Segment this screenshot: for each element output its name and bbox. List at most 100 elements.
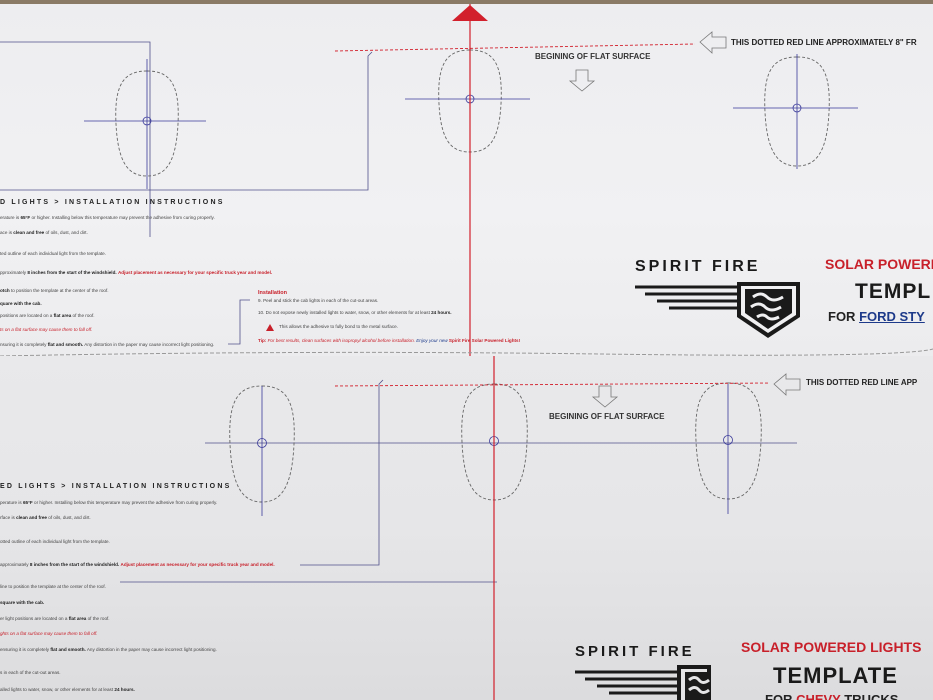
instruction-text: approximately bbox=[0, 562, 30, 567]
instruction-text: Adjust placement as necessary for your s… bbox=[120, 562, 275, 567]
instruction-line: ted outline of each individual light fro… bbox=[0, 251, 106, 256]
instruction-text: ace is bbox=[0, 230, 14, 235]
instruction-text: 9. Peel and stick the cab lights in each… bbox=[258, 298, 379, 303]
dotted-red-line bbox=[334, 382, 771, 387]
top-template-sheet: THIS DOTTED RED LINE APPROXIMATELY 8" FR… bbox=[0, 4, 933, 356]
instruction-text: ghts on a flat surface may cause them to… bbox=[0, 631, 98, 636]
instruction-text: of the roof. bbox=[71, 313, 95, 318]
guide-line bbox=[228, 299, 250, 345]
instruction-text: positions are located on a bbox=[0, 313, 54, 318]
instruction-text: Enjoy your new bbox=[416, 338, 449, 343]
guide-line bbox=[0, 41, 151, 237]
instruction-line: ghts on a flat surface may cause them to… bbox=[0, 631, 98, 636]
instruction-line: perature is 65°F or higher. Installing b… bbox=[0, 500, 217, 505]
instruction-text: otted outline of each individual light f… bbox=[0, 539, 110, 544]
instruction-text: ted outline of each individual light fro… bbox=[0, 251, 106, 256]
installation-heading: Installation bbox=[258, 290, 288, 296]
light-outline bbox=[764, 56, 830, 167]
instruction-line: 9. Peel and stick the cab lights in each… bbox=[258, 298, 378, 303]
instruction-text: 10. Do not expose newly installed lights… bbox=[258, 310, 432, 315]
instruction-line: line to position the template at the cen… bbox=[0, 584, 106, 589]
instruction-text: rface is bbox=[0, 515, 17, 520]
instruction-text: For best results, clean surfaces with is… bbox=[266, 338, 417, 343]
instruction-text: or higher. Installing below this tempera… bbox=[32, 500, 218, 505]
instruction-text: alled lights to water, snow, or other el… bbox=[0, 687, 115, 692]
instruction-line: quare with the cab. bbox=[0, 301, 42, 306]
guide-line bbox=[300, 379, 384, 566]
title-line-2: TEMPLATE bbox=[773, 663, 898, 688]
instructions-title: ED LIGHTS > INSTALLATION INSTRUCTIONS bbox=[0, 483, 232, 490]
left-arrow-icon bbox=[699, 31, 727, 54]
instruction-text: of oils, dust, and dirt. bbox=[44, 230, 88, 235]
instruction-text: Spirit Fire Solar Powered Lights! bbox=[448, 338, 521, 343]
light-outline bbox=[115, 70, 179, 177]
instruction-text: clean and free bbox=[13, 230, 45, 235]
instruction-text: perature is bbox=[0, 500, 23, 505]
brand-logo-text: SPIRIT FIRE bbox=[575, 643, 695, 660]
instruction-line: This allows the adhesive to fully bond t… bbox=[279, 324, 398, 329]
dotted-line-note: THIS DOTTED RED LINE APPROXIMATELY 8" FR bbox=[731, 38, 917, 47]
instruction-text: ensuring it is completely bbox=[0, 647, 51, 652]
instruction-line: alled lights to water, snow, or other el… bbox=[0, 687, 135, 692]
title-line-1: SOLAR POWERED LIGHTS bbox=[741, 639, 922, 655]
instruction-text: 24 hours. bbox=[114, 687, 135, 692]
instruction-line: otted outline of each individual light f… bbox=[0, 539, 110, 544]
instruction-text: clean and free bbox=[16, 515, 47, 520]
instruction-text: square with the cab. bbox=[0, 600, 45, 605]
instruction-text: flat and smooth. bbox=[47, 342, 84, 347]
instruction-line: ace is clean and free of oils, dust, and… bbox=[0, 230, 88, 235]
instruction-text: er light positions are located on a bbox=[0, 616, 69, 621]
instruction-text: 8 inches from the start of the windshiel… bbox=[29, 562, 120, 567]
down-arrow-icon bbox=[568, 69, 596, 92]
light-outline bbox=[695, 382, 762, 500]
instruction-line: otch to position the template at the cen… bbox=[0, 288, 109, 293]
instruction-line: approximately 8 inches from the start of… bbox=[0, 562, 275, 567]
instruction-text: Any distortion in the paper may cause in… bbox=[85, 647, 217, 652]
instruction-text: flat and smooth. bbox=[50, 647, 86, 652]
instruction-text: s in each of the cut-out areas. bbox=[0, 670, 61, 675]
instruction-text: pproximately bbox=[0, 270, 28, 275]
instruction-line: nsuring it is completely flat and smooth… bbox=[0, 342, 214, 347]
title-line-3: FOR CHEVY TRUCKS bbox=[765, 692, 899, 700]
dotted-line-note: THIS DOTTED RED LINE APP bbox=[806, 378, 918, 387]
flat-surface-label: BEGINING OF FLAT SURFACE bbox=[535, 52, 651, 61]
dotted-red-line bbox=[334, 43, 696, 52]
instruction-text: Tip: bbox=[258, 338, 267, 343]
instruction-text: 24 hours. bbox=[431, 310, 452, 315]
instruction-text: of the roof. bbox=[86, 616, 110, 621]
bottom-template-sheet: THIS DOTTED RED LINE APP BEGINING OF FLA… bbox=[0, 354, 933, 700]
guide-line bbox=[0, 51, 373, 191]
instruction-text: to position the template at the center o… bbox=[9, 288, 109, 293]
instruction-text: This allows the adhesive to fully bond t… bbox=[279, 324, 398, 329]
instruction-line: positions are located on a flat area of … bbox=[0, 313, 95, 318]
instruction-text: ts on a flat surface may cause them to f… bbox=[0, 327, 93, 332]
brand-logo-text: SPIRIT FIRE bbox=[635, 258, 761, 275]
instruction-text: erature is bbox=[0, 215, 21, 220]
instruction-text: Adjust placement as necessary for your s… bbox=[117, 270, 273, 275]
spirit-fire-logo-emblem bbox=[635, 282, 800, 338]
instruction-line: er light positions are located on a flat… bbox=[0, 616, 110, 621]
instructions-title: D LIGHTS > INSTALLATION INSTRUCTIONS bbox=[0, 199, 225, 206]
center-notch-triangle bbox=[452, 5, 488, 21]
warning-icon bbox=[266, 324, 274, 331]
top-sheet-guides bbox=[0, 4, 933, 356]
title-line-3: FOR FORD STY bbox=[828, 309, 925, 324]
instruction-line: ensuring it is completely flat and smoot… bbox=[0, 647, 217, 652]
instruction-text: flat area bbox=[68, 616, 87, 621]
instruction-text: otch bbox=[0, 288, 10, 293]
instruction-text: of oils, dust, and dirt. bbox=[47, 515, 91, 520]
instruction-line: s in each of the cut-out areas. bbox=[0, 670, 61, 675]
instruction-line: rface is clean and free of oils, dust, a… bbox=[0, 515, 91, 520]
spirit-fire-logo-emblem bbox=[575, 665, 711, 700]
instruction-text: line to position the template at the cen… bbox=[0, 584, 106, 589]
title-line-2: TEMPL bbox=[855, 280, 932, 303]
instruction-line: erature is 65°F or higher. Installing be… bbox=[0, 215, 215, 220]
instruction-text: nsuring it is completely bbox=[0, 342, 48, 347]
flat-surface-label: BEGINING OF FLAT SURFACE bbox=[549, 412, 665, 421]
instruction-text: 8 inches from the start of the windshiel… bbox=[27, 270, 117, 275]
instruction-line: 10. Do not expose newly installed lights… bbox=[258, 310, 452, 315]
instruction-text: or higher. Installing below this tempera… bbox=[30, 215, 215, 220]
instruction-line: Tip: For best results, clean surfaces wi… bbox=[258, 338, 520, 343]
instruction-line: square with the cab. bbox=[0, 600, 44, 605]
instruction-line: pproximately 8 inches from the start of … bbox=[0, 270, 272, 275]
